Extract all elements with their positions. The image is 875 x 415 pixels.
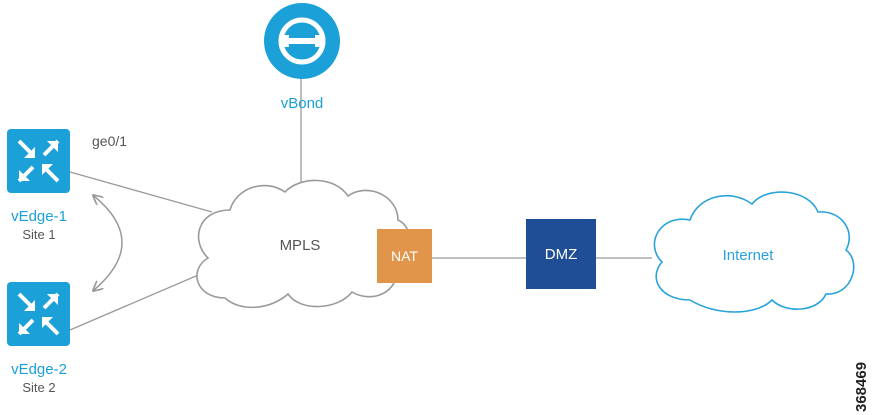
vedge2-label: vEdge-2 <box>11 361 67 378</box>
vedge1-site-label: Site 1 <box>22 227 55 242</box>
dmz-label: DMZ <box>545 246 578 263</box>
figure-id: 368469 <box>853 362 870 412</box>
vedge-peering-arrow <box>94 196 123 290</box>
nat-label: NAT <box>391 248 418 264</box>
vedge1-label: vEdge-1 <box>11 208 67 225</box>
vbond-controller-icon <box>264 3 340 79</box>
internet-label: Internet <box>723 247 775 264</box>
mpls-cloud-icon <box>196 179 412 309</box>
vedge1-interface-label: ge0/1 <box>92 133 127 149</box>
vbond-label: vBond <box>281 95 324 112</box>
dmz-box <box>526 219 596 289</box>
vedge2-site-label: Site 2 <box>22 380 55 395</box>
link-vedge1-mpls <box>69 171 213 213</box>
link-vedge2-mpls <box>69 269 211 331</box>
vedge2-router-icon <box>7 282 70 346</box>
internet-cloud-icon <box>653 191 855 313</box>
nat-box <box>377 229 432 283</box>
vedge1-router-icon <box>7 129 70 193</box>
mpls-label: MPLS <box>280 237 321 254</box>
